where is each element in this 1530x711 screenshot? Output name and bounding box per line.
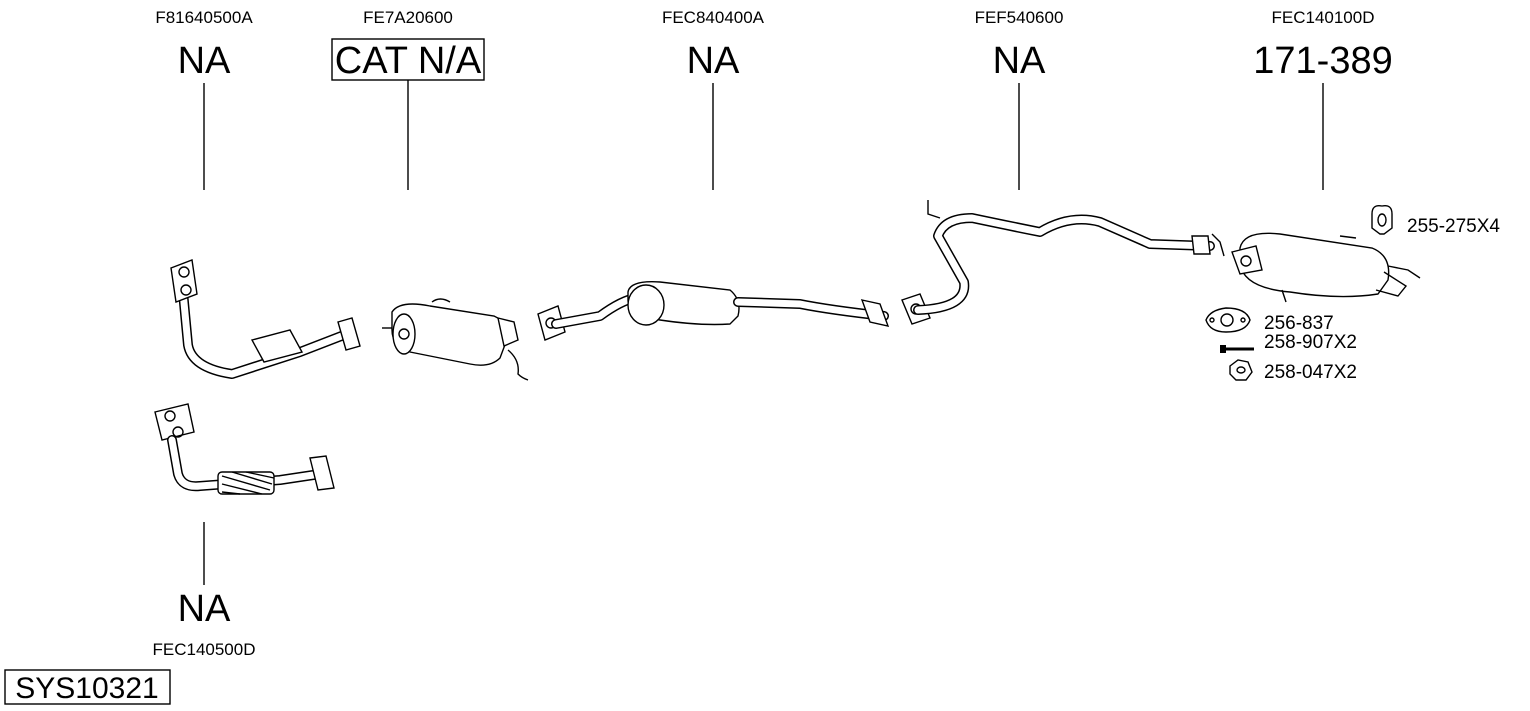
part-price: NA bbox=[178, 40, 231, 82]
section-intermediate-pipe[interactable]: FEF540600 NA bbox=[975, 8, 1064, 190]
flange-icon bbox=[309, 455, 335, 491]
flange-icon bbox=[170, 259, 198, 303]
system-code: SYS10321 bbox=[15, 672, 158, 705]
fitting-label: 258-907X2 bbox=[1264, 332, 1357, 353]
system-code-label: SYS10321 bbox=[4, 669, 171, 705]
section-front-pipe[interactable]: F81640500A NA bbox=[155, 8, 253, 190]
nut-icon bbox=[1229, 359, 1253, 381]
fitting-nut[interactable]: 258-047X2 bbox=[1229, 359, 1357, 383]
intermediate-pipe-drawing[interactable] bbox=[901, 200, 1225, 325]
fitting-gasket[interactable]: 256-837 bbox=[1205, 307, 1334, 334]
heat-shield-icon bbox=[250, 329, 304, 363]
gasket-icon bbox=[1205, 307, 1251, 333]
part-price: NA bbox=[993, 40, 1046, 82]
flange-icon bbox=[337, 317, 361, 351]
system-code-box bbox=[4, 669, 171, 705]
bolt-icon bbox=[1220, 345, 1254, 353]
section-middle-silencer[interactable]: FEC840400A NA bbox=[662, 8, 765, 190]
alt-front-pipe-drawing[interactable] bbox=[154, 403, 335, 495]
section-rear-silencer[interactable]: FEC140100D 171-389 bbox=[1253, 8, 1393, 190]
part-price: NA bbox=[687, 40, 740, 82]
front-pipe-drawing[interactable] bbox=[170, 259, 361, 379]
part-code: FEC840400A bbox=[662, 8, 765, 27]
fitting-bolt[interactable]: 258-907X2 bbox=[1220, 332, 1357, 353]
silencer-body bbox=[1239, 232, 1390, 298]
section-catalyst[interactable]: FE7A20600 CAT N/A bbox=[331, 8, 485, 190]
part-price: 171-389 bbox=[1253, 40, 1392, 82]
part-code: FE7A20600 bbox=[363, 8, 453, 27]
flange-icon bbox=[154, 403, 195, 441]
flange-icon bbox=[1231, 245, 1263, 275]
fitting-rubber-hanger[interactable]: 255-275X4 bbox=[1371, 204, 1500, 237]
fitting-label: 256-837 bbox=[1264, 313, 1334, 334]
section-alt-front-pipe[interactable]: NA FEC140500D bbox=[152, 522, 256, 659]
middle-silencer-drawing[interactable] bbox=[537, 281, 890, 341]
catalyst-drawing[interactable] bbox=[382, 298, 529, 381]
part-code: FEC140500D bbox=[152, 640, 255, 659]
fitting-label: 258-047X2 bbox=[1264, 362, 1357, 383]
rear-silencer-drawing[interactable] bbox=[1231, 232, 1421, 303]
part-price: NA bbox=[178, 588, 231, 630]
part-code: FEF540600 bbox=[975, 8, 1064, 27]
part-price: CAT N/A bbox=[335, 40, 482, 82]
part-code: FEC140100D bbox=[1271, 8, 1374, 27]
rubber-hanger-icon bbox=[1371, 204, 1393, 235]
part-code: F81640500A bbox=[155, 8, 253, 27]
fitting-label: 255-275X4 bbox=[1407, 216, 1500, 237]
flange-icon bbox=[860, 299, 890, 327]
